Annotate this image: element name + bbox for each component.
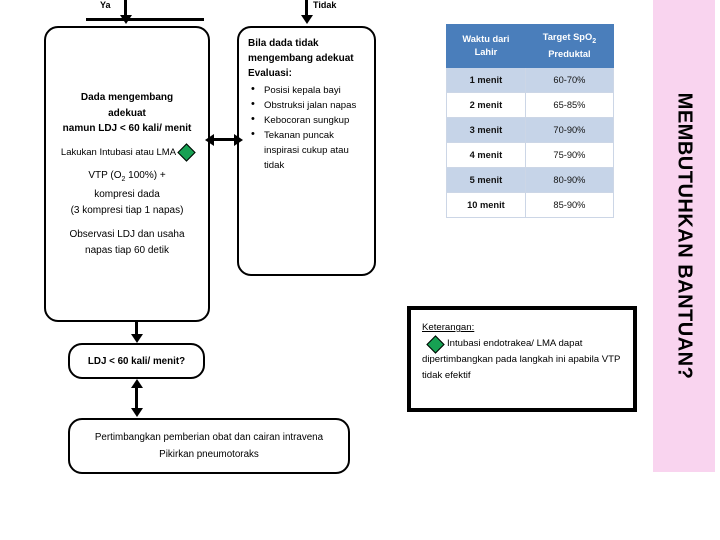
top-left-box-edge xyxy=(86,18,204,21)
spacer xyxy=(54,218,200,227)
bottom-box-line-2: Pikirkan pneumotoraks xyxy=(159,449,259,460)
table-header-target: Target SpO2 Preduktal xyxy=(524,24,615,68)
list-item: Tekanan puncak inspirasi cukup atau tida… xyxy=(251,127,365,173)
header-target-line2: Preduktal xyxy=(548,48,591,59)
branch-label-ya: Ya xyxy=(100,0,111,10)
spacer xyxy=(54,159,200,168)
table-row: 2 menit 65-85% xyxy=(446,91,615,118)
ldj-connector-arrowhead xyxy=(130,334,143,343)
spo2-target-table: Waktu dari Lahir Target SpO2 Preduktal 1… xyxy=(446,24,615,218)
table-row: 10 menit 85-90% xyxy=(446,191,615,218)
left-box-line-3: namun LDJ < 60 kali/ menit xyxy=(62,123,192,134)
intubation-label: Lakukan Intubasi atau LMA xyxy=(60,146,177,158)
spacer xyxy=(54,137,200,146)
cell-time: 3 menit xyxy=(446,116,526,143)
flow-box-medication[interactable]: Pertimbangkan pemberian obat dan cairan … xyxy=(68,418,350,474)
legend-title: Keterangan: xyxy=(422,322,475,333)
cell-target: 75-90% xyxy=(524,141,615,168)
legend-line-3: tidak efektif xyxy=(422,370,471,381)
legend-line-1: Intubasi endotrakea/ LMA dapat xyxy=(447,338,583,349)
flow-box-ldj-question[interactable]: LDJ < 60 kali/ menit? xyxy=(68,343,205,379)
yes-branch-line xyxy=(124,0,127,16)
bottom-connector-arrowhead-down xyxy=(130,408,143,417)
left-box-line-7: Observasi LDJ dan usaha xyxy=(69,229,185,240)
table-header-waktu: Waktu dari Lahir xyxy=(446,24,526,68)
connector-arrowhead-right xyxy=(234,133,243,146)
right-box-line-1: Bila dada tidak xyxy=(248,38,319,49)
cell-target: 60-70% xyxy=(524,66,615,93)
connector-arrowhead-left xyxy=(205,133,214,146)
bottom-connector-arrowhead-up xyxy=(130,379,143,388)
legend-box: Keterangan: Intubasi endotrakea/ LMA dap… xyxy=(407,306,637,412)
table-header-row: Waktu dari Lahir Target SpO2 Preduktal xyxy=(446,24,615,68)
cell-time: 1 menit xyxy=(446,66,526,93)
list-item: Obstruksi jalan napas xyxy=(251,97,365,113)
right-box-line-3: Evaluasi: xyxy=(248,68,292,79)
right-box-line-2: mengembang adekuat xyxy=(248,53,354,64)
table-row: 5 menit 80-90% xyxy=(446,166,615,193)
table-row: 3 menit 70-90% xyxy=(446,116,615,143)
left-box-line-4: VTP (O2 100%) + xyxy=(88,169,166,183)
left-box-line-5: kompresi dada xyxy=(94,189,160,200)
legend-line-1-row: Intubasi endotrakea/ LMA dapat xyxy=(422,334,622,354)
side-banner: MEMBUTUHKAN BANTUAN? xyxy=(653,0,715,472)
header-target-subscript: 2 xyxy=(592,37,597,45)
flow-box-ventilation[interactable]: Dada mengembang adekuat namun LDJ < 60 k… xyxy=(44,26,210,322)
legend-line-2: dipertimbangkan pada langkah ini apabila… xyxy=(422,354,621,365)
bottom-connector-line xyxy=(135,385,138,409)
left-box-line-8: napas tiap 60 detik xyxy=(85,244,169,256)
header-target-line1: Target SpO xyxy=(542,32,593,42)
bidirectional-connector-line xyxy=(212,138,236,141)
bottom-box-line-1: Pertimbangkan pemberian obat dan cairan … xyxy=(94,432,324,443)
side-banner-text: MEMBUTUHKAN BANTUAN? xyxy=(673,92,696,380)
ldj-connector-line xyxy=(135,322,138,335)
yes-branch-arrowhead xyxy=(119,15,132,24)
no-branch-arrowhead xyxy=(300,15,313,24)
ldj-box-text: LDJ < 60 kali/ menit? xyxy=(87,355,186,367)
left-box-line-1: Dada mengembang xyxy=(80,92,174,103)
cell-time: 5 menit xyxy=(446,166,526,193)
cell-target: 80-90% xyxy=(524,166,615,193)
flow-box-evaluation[interactable]: Bila dada tidak mengembang adekuat Evalu… xyxy=(237,26,376,276)
cell-time: 4 menit xyxy=(446,141,526,168)
cell-time: 2 menit xyxy=(446,91,526,118)
left-box-line-6: (3 kompresi tiap 1 napas) xyxy=(70,204,184,216)
no-branch-line xyxy=(305,0,308,16)
branch-label-tidak: Tidak xyxy=(313,0,337,10)
left-box-line-2: adekuat xyxy=(108,107,146,119)
list-item: Kebocoran sungkup xyxy=(251,112,365,128)
header-waktu-line2: Lahir xyxy=(474,46,498,57)
cell-target: 65-85% xyxy=(524,91,615,118)
intubation-row: Lakukan Intubasi atau LMA xyxy=(54,142,200,162)
table-row: 4 menit 75-90% xyxy=(446,141,615,168)
list-item: Posisi kepala bayi xyxy=(251,82,365,98)
cell-target: 85-90% xyxy=(524,191,615,218)
table-row: 1 menit 60-70% xyxy=(446,66,615,93)
cell-time: 10 menit xyxy=(446,191,526,218)
header-waktu-line1: Waktu dari xyxy=(462,33,510,44)
evaluation-bullet-list: Posisi kepala bayi Obstruksi jalan napas… xyxy=(248,82,365,173)
diamond-marker-icon xyxy=(426,334,445,354)
cell-target: 70-90% xyxy=(524,116,615,143)
